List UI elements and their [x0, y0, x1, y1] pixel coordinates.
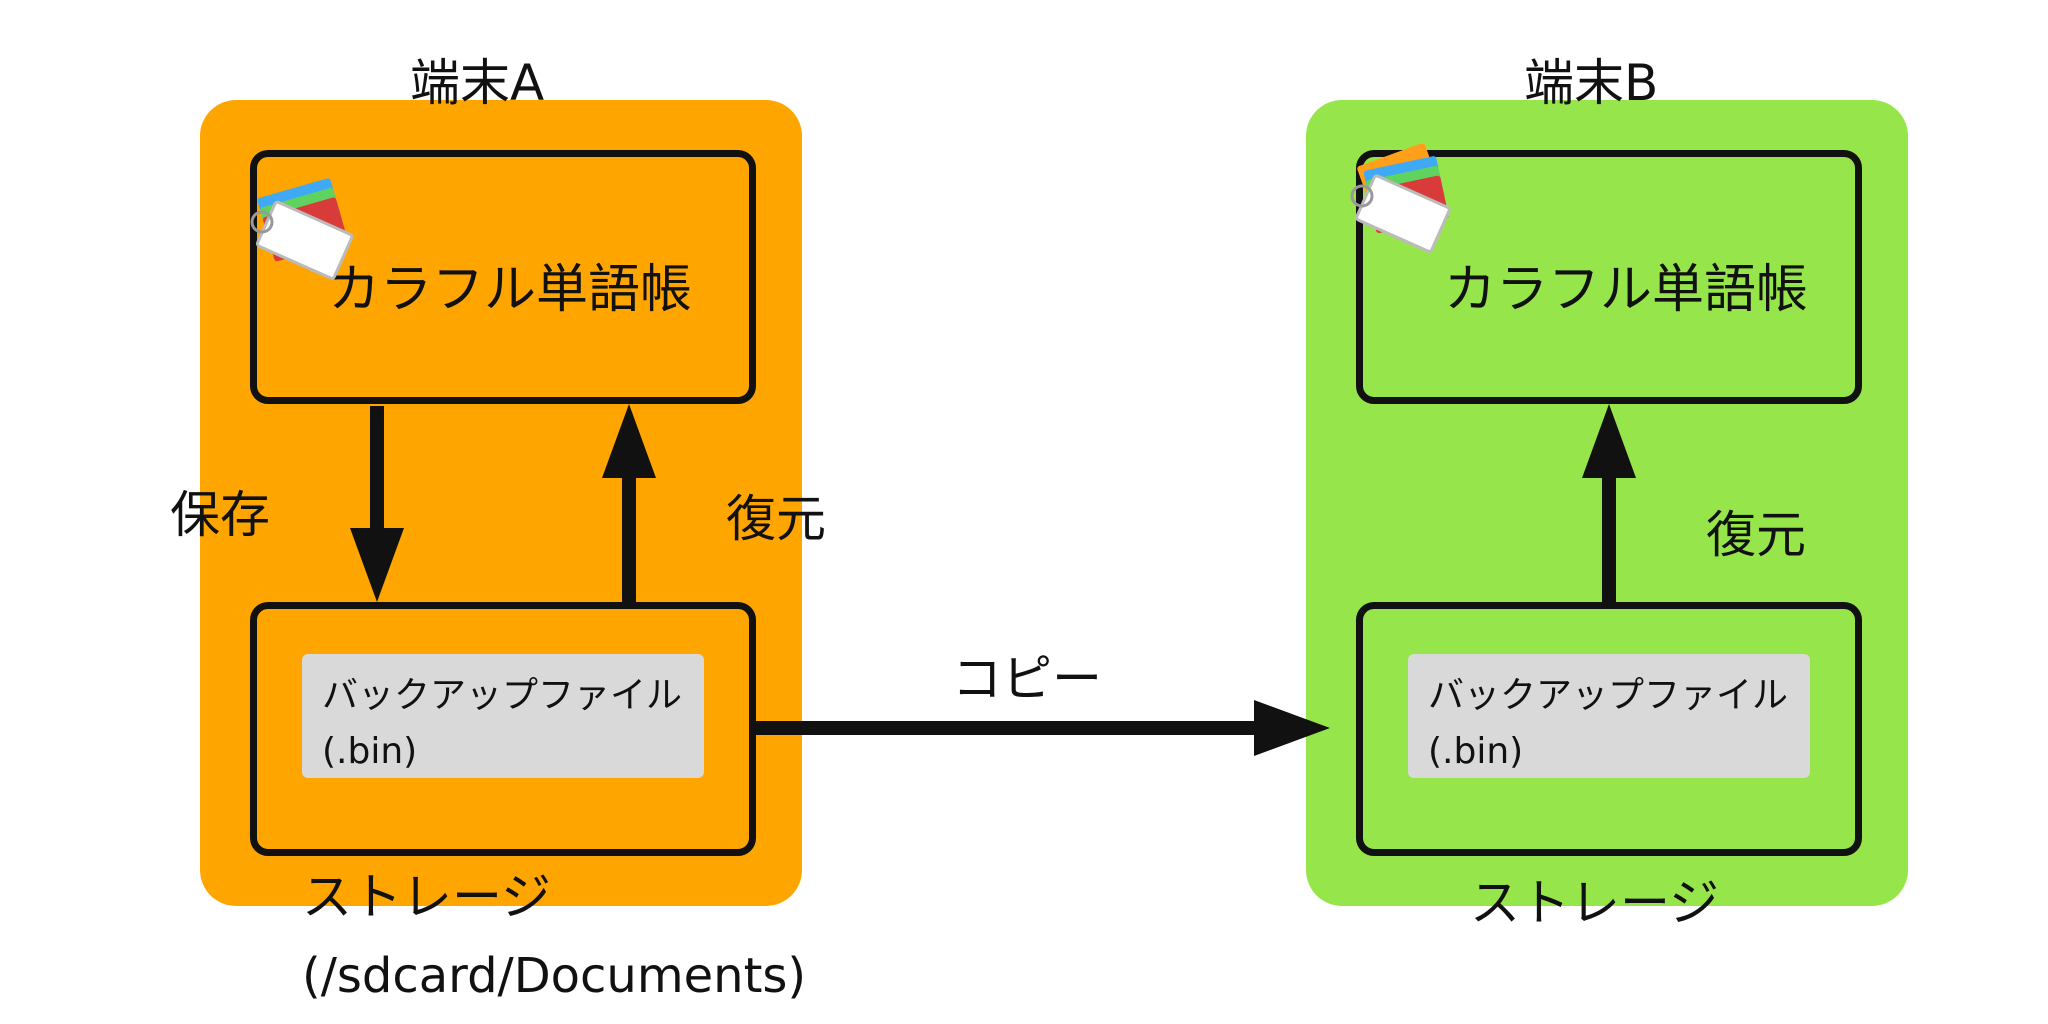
- device-a-backup-file: バックアップファイル (.bin): [302, 654, 704, 778]
- device-a-app-box: [250, 150, 756, 404]
- device-b-backup-file-ext: (.bin): [1428, 731, 1524, 772]
- device-a-backup-file-ext: (.bin): [322, 731, 418, 772]
- copy-arrow: [756, 700, 1330, 756]
- device-a-app-name: カラフル単語帳: [328, 260, 693, 320]
- device-b-app-box: [1356, 150, 1862, 404]
- device-a-restore-label: 復元: [726, 490, 826, 548]
- device-b-storage-box: [1356, 602, 1862, 856]
- device-b-app-name: カラフル単語帳: [1444, 260, 1809, 320]
- device-b-restore-label: 復元: [1706, 506, 1806, 564]
- device-a-restore-arrow: [602, 404, 656, 602]
- device-b-restore-arrow: [1582, 404, 1636, 602]
- save-arrow: [350, 406, 404, 602]
- copy-label: コピー: [952, 650, 1102, 708]
- device-a-backup-file-name: バックアップファイル: [322, 675, 683, 716]
- device-a-title: 端末A: [410, 54, 545, 112]
- flashcard-icon: [250, 178, 354, 280]
- device-b-title: 端末B: [1524, 54, 1659, 112]
- flashcard-icon: [1350, 144, 1451, 253]
- device-b-storage-label: ストレージ: [1470, 874, 1719, 932]
- device-a-storage-path: (/sdcard/Documents): [302, 948, 807, 1004]
- device-b-backup-file: バックアップファイル (.bin): [1408, 654, 1810, 778]
- save-label: 保存: [170, 486, 270, 544]
- device-a-storage-box: [250, 602, 756, 856]
- device-a-storage-label: ストレージ: [302, 868, 551, 926]
- device-b-backup-file-name: バックアップファイル: [1428, 675, 1789, 716]
